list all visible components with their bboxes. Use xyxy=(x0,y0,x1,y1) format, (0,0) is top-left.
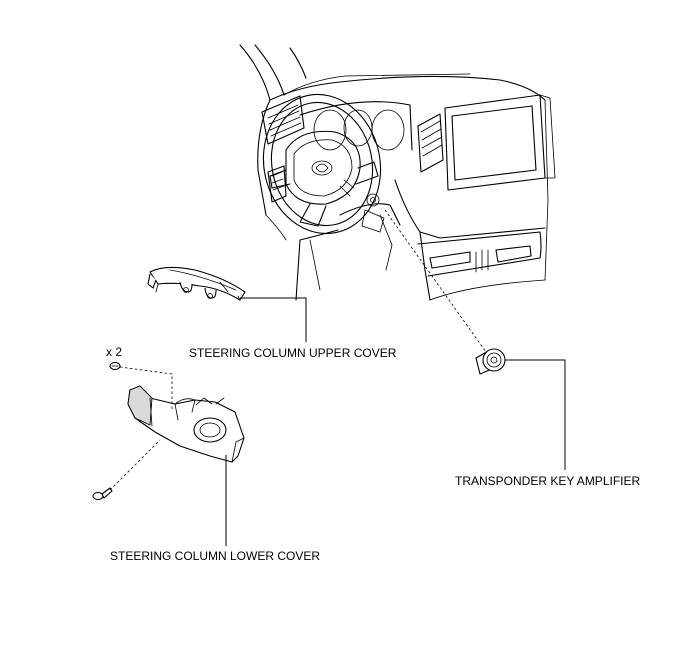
screw-bottom xyxy=(92,487,113,501)
transponder-leader xyxy=(505,359,566,470)
upper-cover-label: STEERING COLUMN UPPER COVER xyxy=(189,346,397,360)
screw-top xyxy=(109,361,121,371)
dashboard xyxy=(239,44,556,301)
screw-bottom-path xyxy=(109,439,161,491)
upper-cover-leader xyxy=(240,297,307,342)
screw-top-path xyxy=(119,366,173,410)
steering-wheel xyxy=(262,93,382,235)
steering-column-lower-cover xyxy=(127,385,245,463)
lower-cover-label: STEERING COLUMN LOWER COVER xyxy=(110,549,321,563)
transponder-key-amplifier xyxy=(475,348,506,375)
steering-column-upper-cover xyxy=(147,266,246,301)
transponder-install-path xyxy=(384,209,487,353)
screw-count-label: x 2 xyxy=(106,345,123,359)
transponder-label: TRANSPONDER KEY AMPLIFIER xyxy=(455,474,641,488)
